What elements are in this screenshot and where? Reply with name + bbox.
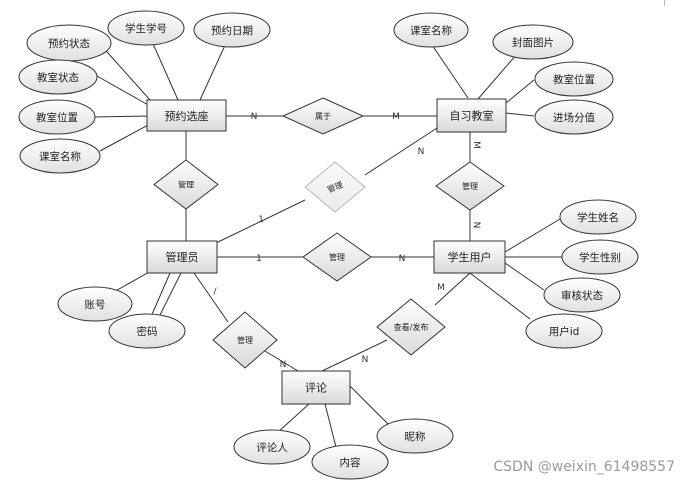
entity-label: 自习教室 — [450, 109, 494, 123]
cardinality: M — [437, 283, 445, 293]
cardinality: N — [471, 222, 481, 229]
relationship-label: 管理 — [329, 252, 345, 262]
cardinality: N — [280, 360, 287, 370]
entity-classroom: 自习教室 — [436, 98, 507, 133]
cardinality: N — [251, 112, 258, 122]
entity-label: 评论 — [305, 381, 327, 395]
attribute-classroom-location: 教室位置 — [534, 61, 614, 97]
cardinality: M — [471, 141, 481, 149]
relationship-manage-student: 管理 — [302, 232, 372, 282]
relationship-publish-comment: 查看/发布 — [376, 298, 446, 356]
svg-text:教室位置: 教室位置 — [553, 73, 595, 86]
cardinality-labels: N M N 1 M N 1 N / N M N — [213, 112, 481, 370]
svg-text:教室状态: 教室状态 — [37, 71, 79, 84]
svg-text:课室名称: 课室名称 — [39, 150, 81, 163]
attribute-student-name: 学生姓名 — [559, 199, 637, 235]
svg-text:密码: 密码 — [137, 325, 158, 338]
entity-label: 学生用户 — [448, 250, 492, 264]
relationship-label: 管理 — [178, 180, 194, 190]
attribute-student-gender: 学生性别 — [561, 239, 639, 275]
svg-text:教室位置: 教室位置 — [36, 111, 78, 124]
entity-label: 管理员 — [166, 250, 199, 264]
entity-admin: 管理员 — [146, 240, 218, 274]
svg-text:学生姓名: 学生姓名 — [577, 211, 619, 224]
relationship-manage-classroom-ghost: 管理 — [304, 161, 366, 213]
svg-text:学生性别: 学生性别 — [579, 251, 621, 264]
attribute-booking-status: 预约状态 — [26, 24, 112, 62]
relationship-label: 查看/发布 — [394, 322, 429, 332]
svg-text:昵称: 昵称 — [405, 430, 426, 443]
relationship-label: 管理 — [462, 181, 478, 191]
attribute-nickname: 昵称 — [376, 418, 454, 454]
svg-text:封面图片: 封面图片 — [512, 36, 554, 49]
svg-text:预约状态: 预约状态 — [48, 37, 90, 50]
cardinality: N — [418, 147, 425, 157]
svg-text:预约日期: 预约日期 — [211, 24, 253, 37]
attribute-review-status: 审核状态 — [543, 277, 621, 313]
svg-text:课室名称: 课室名称 — [410, 24, 452, 37]
entity-booking: 预约选座 — [146, 99, 227, 132]
attribute-cover-image: 封面图片 — [492, 24, 574, 60]
entity-comment: 评论 — [281, 370, 351, 405]
attribute-booking-date: 预约日期 — [193, 12, 271, 48]
frame-line — [664, 0, 665, 6]
svg-text:审核状态: 审核状态 — [561, 289, 603, 302]
svg-text:评论人: 评论人 — [256, 441, 288, 454]
relationship-manage-classroom: 管理 — [435, 161, 505, 211]
relationship-belongs: 属于 — [281, 97, 365, 135]
svg-text:内容: 内容 — [340, 456, 361, 469]
connector-lines — [93, 27, 562, 448]
relationship-manage-comment: 管理 — [212, 311, 278, 369]
cardinality: M — [392, 112, 400, 122]
attribute-student-number: 学生学号 — [107, 10, 185, 46]
attribute-room-status: 教室状态 — [18, 59, 98, 95]
svg-text:学生学号: 学生学号 — [125, 22, 167, 35]
attribute-room-name: 课室名称 — [19, 138, 101, 174]
cardinality: 1 — [258, 215, 264, 225]
attribute-account: 账号 — [57, 286, 133, 322]
entity-label: 预约选座 — [165, 109, 209, 123]
attribute-entry-score: 进场分值 — [534, 99, 614, 135]
attribute-room-location: 教室位置 — [18, 99, 96, 135]
watermark: CSDN @weixin_61498557 — [493, 459, 675, 475]
relationship-label: 管理 — [237, 335, 253, 345]
cardinality: / — [213, 287, 217, 297]
relationship-label: 属于 — [315, 112, 331, 121]
svg-text:账号: 账号 — [85, 299, 106, 311]
svg-text:进场分值: 进场分值 — [553, 111, 595, 124]
cardinality: N — [399, 254, 406, 264]
cardinality: 1 — [256, 254, 262, 264]
attribute-content: 内容 — [311, 444, 389, 480]
cardinality: N — [362, 355, 369, 365]
svg-text:用户id: 用户id — [549, 325, 580, 338]
attribute-classroom-name: 课室名称 — [393, 12, 469, 48]
attribute-password: 密码 — [108, 313, 186, 349]
attribute-commenter: 评论人 — [233, 429, 311, 465]
relationship-manage-booking: 管理 — [153, 159, 219, 210]
entity-student: 学生用户 — [433, 240, 506, 274]
attribute-user-id: 用户id — [525, 313, 603, 349]
